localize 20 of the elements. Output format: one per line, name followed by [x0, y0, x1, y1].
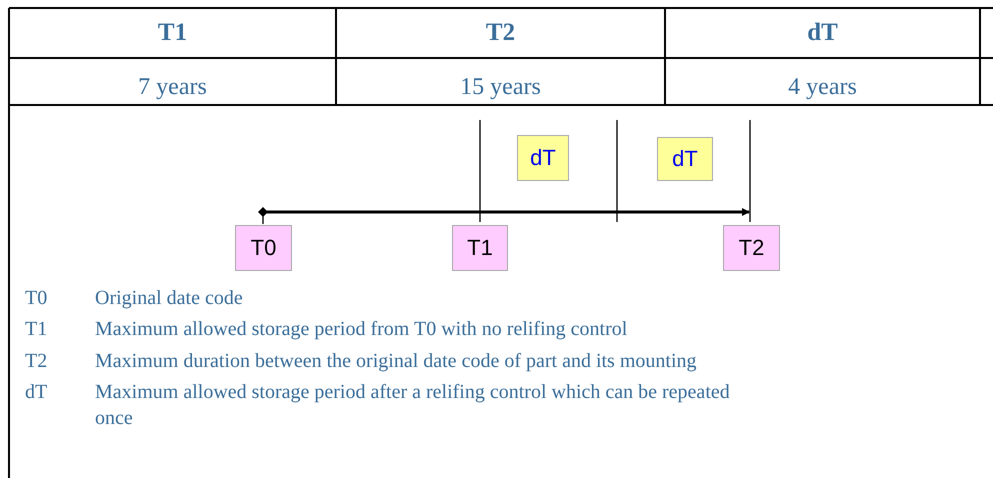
header-cell-text: T2 — [484, 18, 516, 48]
definition-text: Maximum duration between the original date code of part and its mounting — [95, 349, 698, 374]
table-cell-text: 15 years — [459, 73, 542, 102]
definition-text: Original date code — [95, 286, 244, 311]
header-cell-text: dT — [806, 18, 839, 48]
term-label: T0 — [25, 286, 48, 311]
term-label: T2 — [25, 349, 48, 374]
time-label-box: T1 — [452, 225, 508, 271]
time-label-box: T0 — [235, 225, 292, 271]
header-cell-text: T1 — [156, 18, 188, 48]
definition-text: Maximum allowed storage period from T0 with no relifing control — [95, 317, 628, 342]
definition-text: Maximum allowed storage period after a relifing control which can be repeated once — [95, 380, 731, 431]
time-label-box: dT — [657, 137, 713, 181]
time-label-box: T2 — [723, 225, 780, 271]
table-cell-text: 4 years — [787, 73, 858, 102]
term-label: T1 — [25, 317, 48, 342]
time-label-box: dT — [517, 135, 569, 181]
term-label: dT — [25, 380, 48, 405]
timeline-arrow — [258, 207, 750, 217]
table-cell-text: 7 years — [137, 73, 208, 102]
